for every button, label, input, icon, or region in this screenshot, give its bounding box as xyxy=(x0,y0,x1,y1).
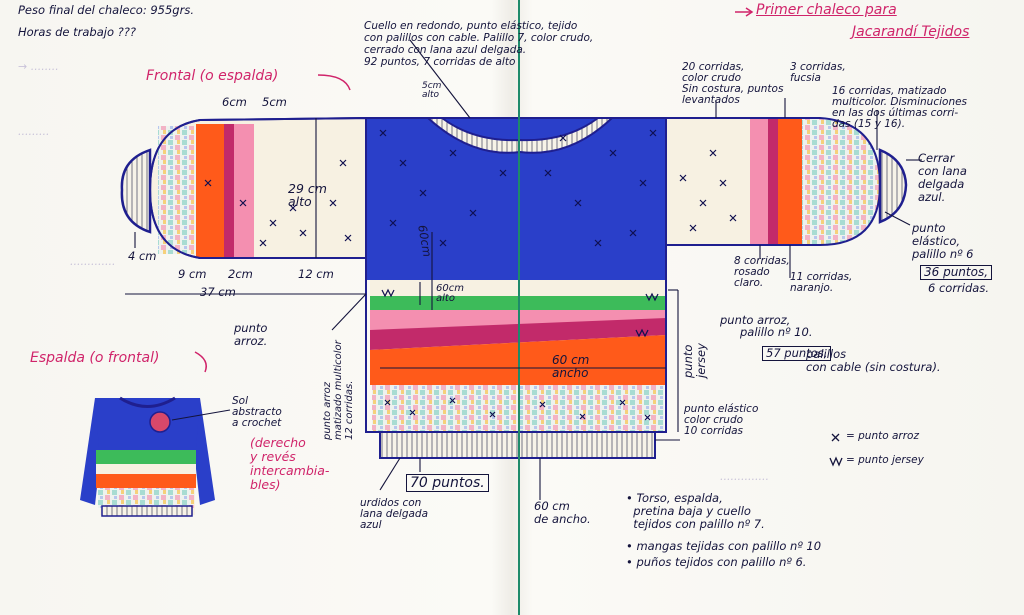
band-height: 60cm alto xyxy=(436,283,464,304)
arroz-marks xyxy=(379,129,657,421)
title-line-1: Primer chaleco para xyxy=(756,2,897,18)
hours-note: Horas de trabajo ??? xyxy=(18,25,136,39)
side-note: punto arroz matizado multicolor 12 corri… xyxy=(322,340,355,440)
title-line-2: Jacarandí Tejidos xyxy=(852,24,970,40)
legend-v-glyph xyxy=(829,456,843,467)
leader-lines xyxy=(125,39,922,500)
cast-on-note: urdidos con lana delgada azul xyxy=(360,497,429,531)
stitches-70: 70 puntos. xyxy=(406,474,489,492)
arroz-line-1: punto arroz, xyxy=(720,313,791,327)
reversible-note: (derecho y revés intercambia- bles) xyxy=(250,435,330,492)
ghost-text: → ........ xyxy=(18,60,59,73)
rows-11: 11 corridas, naranjo. xyxy=(790,271,853,294)
legend-x-glyph xyxy=(831,433,840,442)
close-note: Cerrar con lana delgada azul. xyxy=(918,151,967,204)
front-body xyxy=(365,0,667,615)
cuff-note: punto elástico, palillo nº 6 xyxy=(912,221,974,261)
rows-3: 3 corridas, fucsia xyxy=(790,61,846,84)
jersey-marks xyxy=(381,288,659,338)
cuff-stitches: 36 puntos, xyxy=(920,265,993,280)
neck-depth: 5cm alto xyxy=(422,81,442,100)
punto-arroz-label: punto arroz. xyxy=(234,321,268,348)
sleeve-height: 29 cm alto xyxy=(288,181,327,209)
ghost-text: ............. xyxy=(70,255,116,268)
cuff-4cm: 4 cm xyxy=(128,249,157,263)
sleeve-9cm: 9 cm xyxy=(178,267,207,281)
width-bottom: 60 cm de ancho. xyxy=(534,499,591,526)
sun-note: Sol abstracto a crochet xyxy=(232,395,282,429)
left-sleeve xyxy=(120,116,367,259)
left-cuff xyxy=(120,148,152,234)
legend-x: = punto arroz xyxy=(846,430,919,442)
sleeve-12cm: 12 cm xyxy=(298,267,334,281)
sleeve-2cm: 2cm xyxy=(228,267,253,281)
sun-crochet xyxy=(149,411,171,433)
weight-note: Peso final del chaleco: 955grs. xyxy=(18,3,194,17)
right-cuff xyxy=(878,148,908,224)
rows-20: 20 corridas, color crudo Sin costura, pu… xyxy=(682,61,784,106)
right-sleeve xyxy=(665,117,908,246)
ghost-text: .............. xyxy=(720,470,769,483)
bullet-3: • puños tejidos con palillo nº 6. xyxy=(626,555,807,569)
neck-note: Cuello en redondo, punto elástico, tejid… xyxy=(364,20,594,68)
legend-v: = punto jersey xyxy=(846,454,924,466)
sleeve-total: 37 cm xyxy=(200,285,236,299)
pink-arrow xyxy=(194,351,207,373)
body-width: 60 cm ancho xyxy=(552,353,590,380)
sleeve-6cm: 6cm xyxy=(222,95,247,109)
ribbing-note: punto elástico color crudo 10 corridas xyxy=(684,403,759,437)
rows-8: 8 corridas, rosado claro. xyxy=(734,255,790,289)
bottom-ribbing xyxy=(379,431,656,459)
cuff-rows: 6 corridas. xyxy=(928,281,989,295)
bullet-1: • Torso, espalda, pretina baja y cuello … xyxy=(626,491,765,531)
stitches-57: 57 puntos, xyxy=(762,346,832,361)
arroz-line-2: palillo nº 10. xyxy=(740,325,813,339)
rows-16: 16 corridas, matizado multicolor. Dismin… xyxy=(832,85,968,130)
bullet-2: • mangas tejidas con palillo nº 10 xyxy=(626,539,822,553)
back-title: Espalda (o frontal) xyxy=(30,350,160,366)
back-sweater xyxy=(80,396,231,517)
front-title: Frontal (o espalda) xyxy=(146,68,279,84)
ghost-text: ......... xyxy=(18,125,50,138)
collar xyxy=(425,117,615,154)
cable-note: palillos con cable (sin costura). xyxy=(806,347,941,374)
sleeve-5cm: 5cm xyxy=(262,95,287,109)
pink-arrow xyxy=(317,74,351,91)
jersey-label: punto jersey xyxy=(681,343,708,378)
